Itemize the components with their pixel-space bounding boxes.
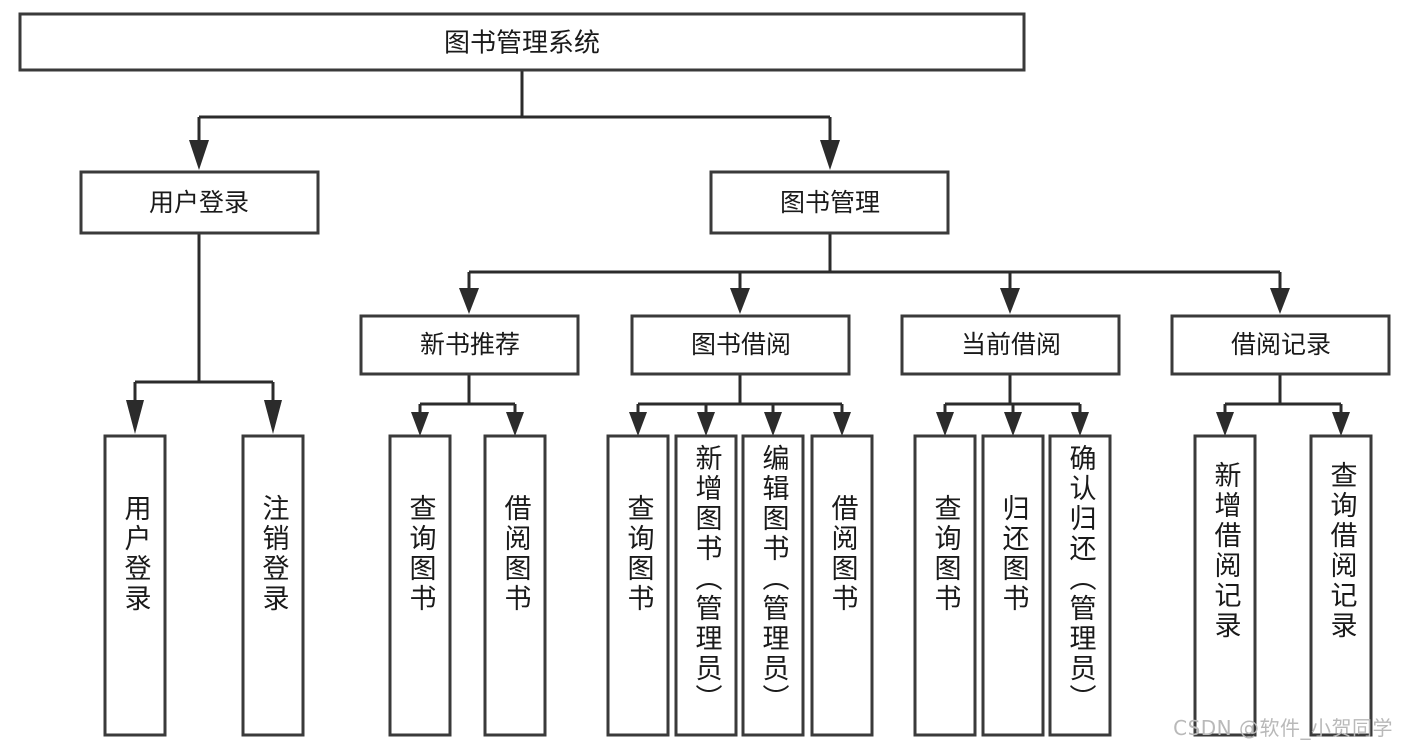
node-book-borrow-box (630, 314, 851, 376)
arrow-head-leaf-book-borrow-1 (629, 412, 647, 436)
node-borrow-record-label: 借阅记录 (1231, 330, 1331, 359)
arrow-head-leaf-book-borrow-3 (764, 412, 782, 436)
leaf-box-book-borrow-2[interactable] (674, 434, 738, 737)
arrow-head-new-book (459, 288, 479, 314)
arrow-head-leaf-book-borrow-4 (833, 412, 851, 436)
leaf-boxes-book-borrow (606, 434, 874, 737)
leaf-boxes-user-login (103, 434, 305, 737)
node-current-borrow-label: 当前借阅 (961, 330, 1061, 359)
arrow-head-leaf-current-borrow-2 (1004, 412, 1022, 436)
arrow-head-leaf-user-login-2 (264, 400, 282, 434)
leaf-box-book-borrow-1[interactable] (606, 434, 670, 737)
csdn-watermark: CSDN @软件_小贺同学 (1173, 716, 1393, 740)
arrow-head-book-borrow (730, 288, 750, 314)
arrow-head-user-login (189, 140, 209, 170)
node-book-management-box (709, 170, 950, 235)
leaf-box-user-login-1[interactable] (103, 434, 167, 737)
leaf-box-current-borrow-2[interactable] (981, 434, 1045, 737)
connector-group-user-login (126, 233, 282, 434)
arrow-head-book-mgmt (820, 140, 840, 170)
arrow-head-leaf-current-borrow-1 (936, 412, 954, 436)
node-root-box (18, 12, 1026, 72)
node-user-login-label: 用户登录 (149, 188, 249, 217)
node-book-borrow[interactable]: 图书借阅 (630, 314, 851, 376)
node-borrow-record-box (1170, 314, 1391, 376)
leaf-boxes-borrow-record (1193, 434, 1373, 737)
arrow-head-leaf-user-login-1 (126, 400, 144, 434)
connector-group-current-borrow (936, 375, 1089, 436)
arrow-head-leaf-borrow-record-2 (1332, 412, 1350, 436)
arrow-head-borrow-record (1270, 288, 1290, 314)
connector-group-new-book (411, 375, 524, 436)
leaf-box-new-book-1[interactable] (388, 434, 452, 737)
arrow-head-leaf-book-borrow-2 (697, 412, 715, 436)
leaf-box-borrow-record-2[interactable] (1309, 434, 1373, 737)
connector-group-book-mgmt (459, 233, 1290, 314)
arrow-head-leaf-borrow-record-1 (1216, 412, 1234, 436)
leaf-boxes-new-book-recommend (388, 434, 547, 737)
leaf-boxes-current-borrow (913, 434, 1112, 737)
leaf-box-current-borrow-1[interactable] (913, 434, 977, 737)
leaf-box-user-login-2[interactable] (241, 434, 305, 737)
connector-group-borrow-record (1216, 375, 1350, 436)
node-new-book-recommend[interactable]: 新书推荐 (359, 314, 580, 376)
node-current-borrow[interactable]: 当前借阅 (900, 314, 1121, 376)
arrow-head-leaf-new-book-2 (506, 412, 524, 436)
leaf-box-current-borrow-3[interactable] (1048, 434, 1112, 737)
leaf-box-book-borrow-4[interactable] (810, 434, 874, 737)
arrow-head-current-borrow (1000, 288, 1020, 314)
node-book-management[interactable]: 图书管理 (709, 170, 950, 235)
arrow-head-leaf-new-book-1 (411, 412, 429, 436)
arrow-head-leaf-current-borrow-3 (1071, 412, 1089, 436)
node-book-borrow-label: 图书借阅 (691, 330, 791, 359)
connector-group-root (189, 70, 840, 170)
node-user-login[interactable]: 用户登录 (79, 170, 320, 235)
leaf-box-book-borrow-3[interactable] (741, 434, 805, 737)
node-borrow-record[interactable]: 借阅记录 (1170, 314, 1391, 376)
node-new-book-recommend-box (359, 314, 580, 376)
node-book-management-label: 图书管理 (780, 188, 880, 217)
node-root-book-management-system[interactable]: 图书管理系统 (18, 12, 1026, 72)
node-root-label: 图书管理系统 (444, 29, 600, 59)
leaf-box-new-book-2[interactable] (483, 434, 547, 737)
node-new-book-recommend-label: 新书推荐 (420, 330, 520, 359)
node-current-borrow-box (900, 314, 1121, 376)
connector-group-book-borrow (629, 375, 851, 436)
leaf-box-borrow-record-1[interactable] (1193, 434, 1257, 737)
node-user-login-box (79, 170, 320, 235)
